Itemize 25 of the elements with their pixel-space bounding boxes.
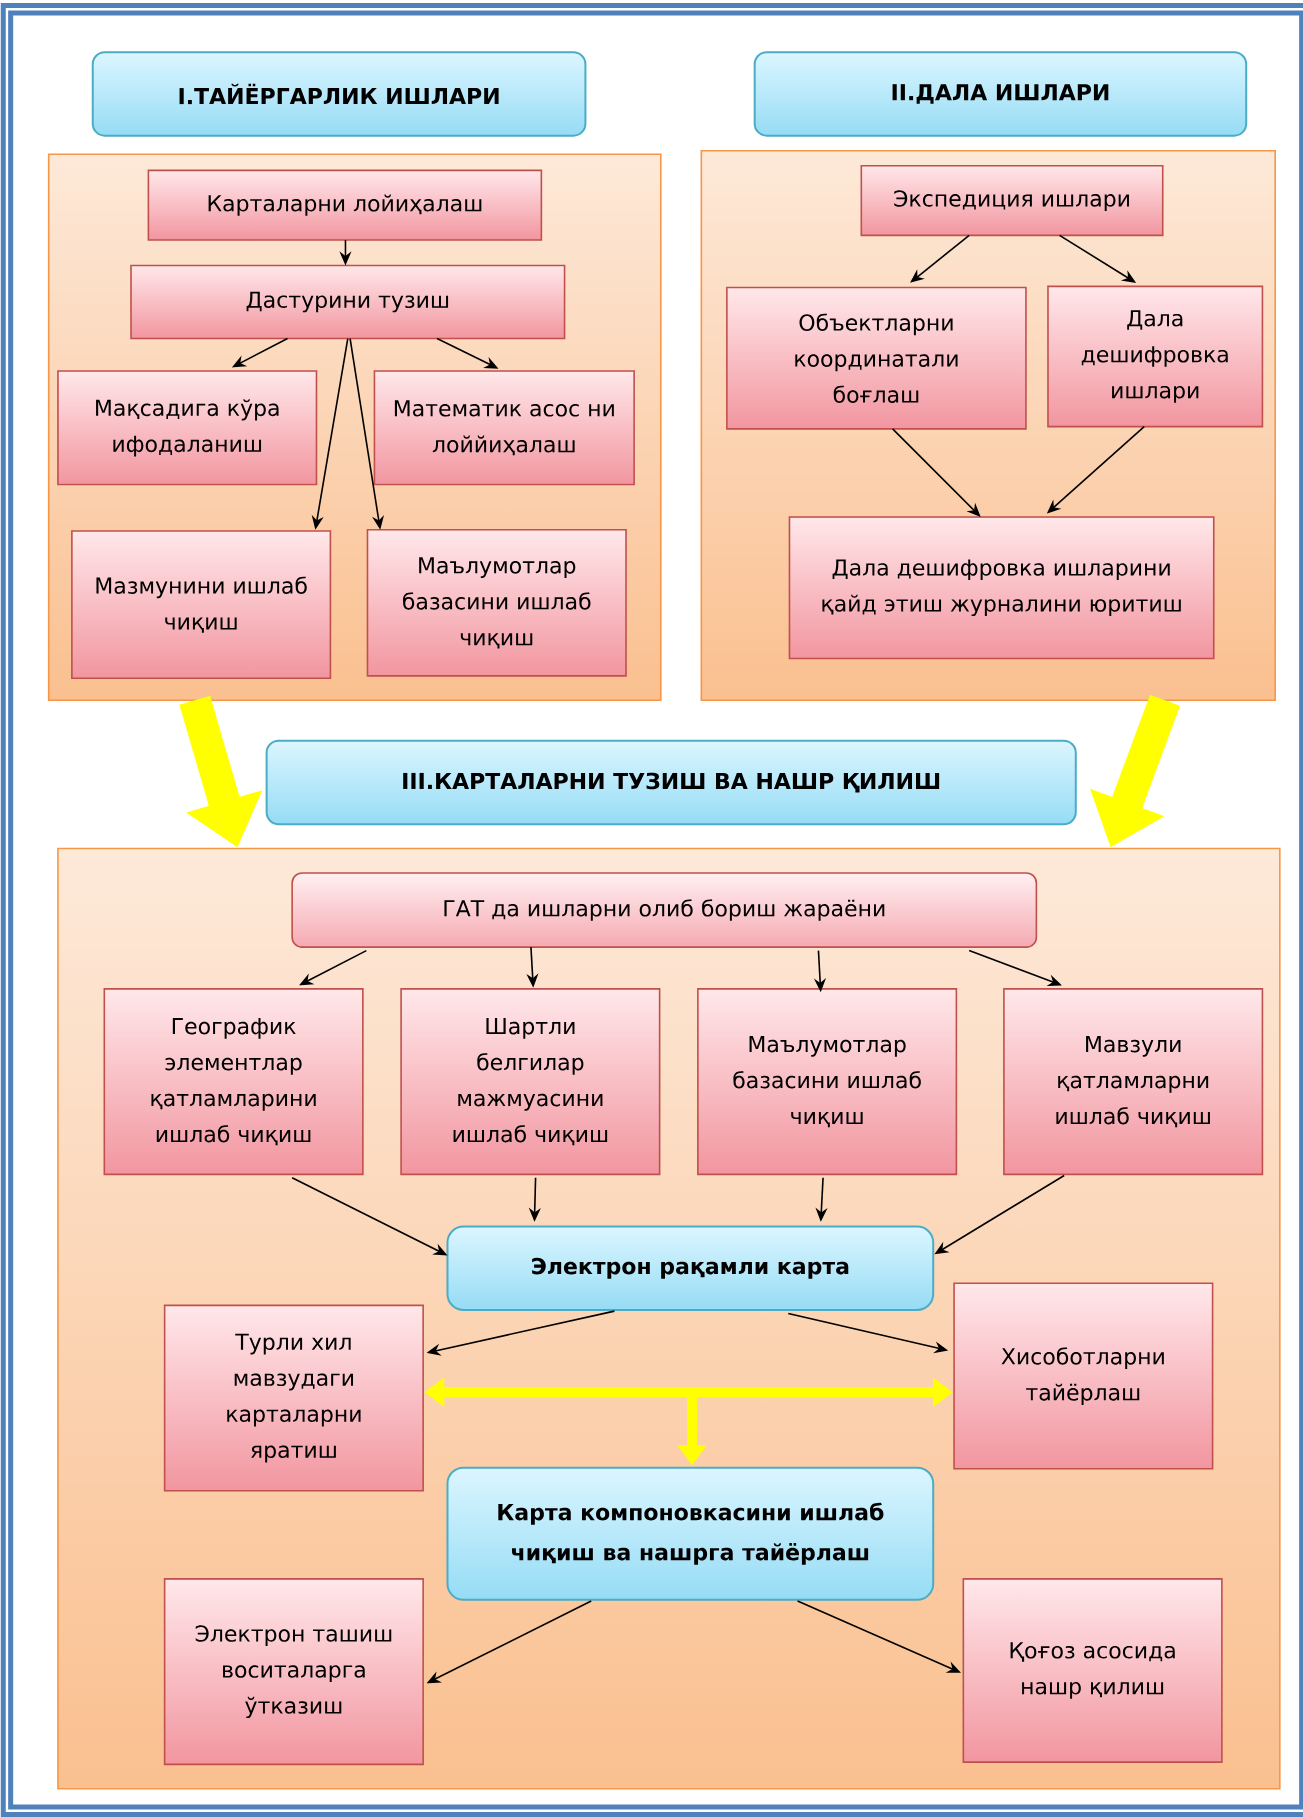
process-box: Электрон рақамли карта bbox=[446, 1225, 935, 1311]
process-box: Турли хил мавзудаги карталарни яратиш bbox=[163, 1304, 424, 1492]
process-box: Маълумотлар базасини ишлаб чиқиш bbox=[366, 529, 627, 677]
process-box: Карта компоновкасини ишлаб чиқиш ва нашрга тайёрлаш bbox=[446, 1466, 935, 1601]
process-box: Қоғоз асосида нашр қилиш bbox=[962, 1578, 1223, 1763]
process-box: Карталарни лойиҳалаш bbox=[147, 169, 543, 241]
process-box: Дала дешифровка ишлари bbox=[1047, 285, 1264, 428]
process-box: Географик элементлар қатламларини ишлаб чиқиш bbox=[103, 988, 364, 1176]
process-box: Мазмунини ишлаб чиқиш bbox=[71, 530, 332, 679]
heading-box: I.ТАЙЁРГАРЛИК ИШЛАРИ bbox=[91, 51, 587, 137]
process-box: Маълумотлар базасини ишлаб чиқиш bbox=[697, 988, 958, 1176]
process-box: Дала дешифровка ишларини қайд этиш журналини юритиш bbox=[788, 516, 1215, 660]
process-box: Объектларни координатали боғлаш bbox=[726, 286, 1027, 430]
process-box: Математик асос ни лоййиҳалаш bbox=[373, 370, 635, 486]
heading-box: III.КАРТАЛАРНИ ТУЗИШ ВА НАШР ҚИЛИШ bbox=[265, 739, 1077, 826]
process-box: ГАТ да ишларни олиб бориш жараёни bbox=[291, 872, 1038, 948]
process-box: Шартли белгилар мажмуасини ишлаб чиқиш bbox=[400, 988, 661, 1176]
process-box: Хисоботларни тайёрлаш bbox=[953, 1282, 1214, 1470]
arrow bbox=[910, 234, 970, 283]
process-box: Мақсадига кўра ифодаланиш bbox=[57, 370, 318, 486]
process-box: Мавзули қатламларни ишлаб чиқиш bbox=[1003, 988, 1264, 1176]
process-box: Электрон ташиш воситаларга ўтказиш bbox=[163, 1578, 424, 1766]
process-box: Дастурини тузиш bbox=[130, 264, 566, 340]
process-box: Экспедиция ишлари bbox=[860, 165, 1164, 237]
heading-box: II.ДАЛА ИШЛАРИ bbox=[753, 51, 1248, 137]
